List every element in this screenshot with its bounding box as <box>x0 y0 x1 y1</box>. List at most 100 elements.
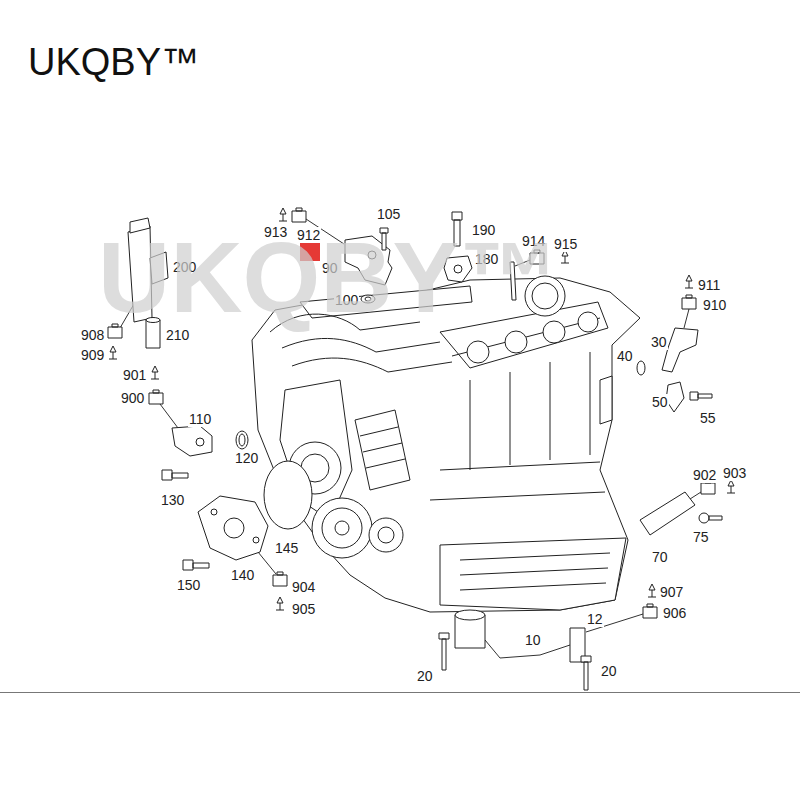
intake-runner <box>292 358 452 372</box>
ignition-coil <box>543 321 565 343</box>
wire-line <box>690 492 701 499</box>
o-ring-part <box>637 361 645 375</box>
plug-symbol <box>149 390 163 404</box>
callout-number: 906 <box>662 605 687 621</box>
pin-symbol <box>685 275 693 288</box>
pin-symbol <box>276 597 284 610</box>
plug-symbol <box>108 324 122 338</box>
cam-sensor-part <box>172 426 212 456</box>
callout-number: 90 <box>321 260 339 276</box>
callout-number: 904 <box>291 579 316 595</box>
callout-number: 20 <box>600 663 618 679</box>
callout-number: 914 <box>521 233 546 249</box>
pin-symbol <box>276 597 284 610</box>
pin-symbol <box>151 366 159 379</box>
callout-number: 105 <box>376 206 401 222</box>
callout-number: 140 <box>230 567 255 583</box>
callout-number: 912 <box>296 227 321 243</box>
watermark: UKQBY™ <box>98 222 559 332</box>
plug-symbol <box>273 572 287 586</box>
pin-symbol <box>109 346 117 359</box>
cylinder-line <box>470 352 590 470</box>
oil-filter-housing <box>355 410 410 490</box>
callout-number: 100 <box>334 292 359 308</box>
callout-number: 915 <box>553 236 578 252</box>
pin-symbol <box>727 480 735 493</box>
probe-part <box>510 262 516 300</box>
callout-number: 901 <box>122 367 147 383</box>
callout-number: 910 <box>702 297 727 313</box>
callout-number: 120 <box>234 450 259 466</box>
block-rib <box>430 462 605 500</box>
pin-symbol <box>648 584 656 597</box>
plug-symbol <box>292 208 306 222</box>
pin-symbol <box>648 584 656 597</box>
speed-sensor-part <box>640 492 695 535</box>
pulley <box>369 518 403 552</box>
highlight-square <box>300 243 320 261</box>
divider-line <box>0 692 800 693</box>
plug-symbol <box>292 208 306 222</box>
callout-number: 909 <box>80 347 105 363</box>
washer-part <box>361 295 375 303</box>
pulley <box>322 508 362 548</box>
callout-number: 210 <box>165 327 190 343</box>
bolt-part <box>452 212 462 246</box>
callout-number: 900 <box>120 390 145 406</box>
left-bank <box>300 286 472 318</box>
ignition-coil <box>578 312 598 332</box>
cover-part <box>211 509 259 543</box>
engine-body <box>252 276 640 612</box>
pin-symbol <box>151 366 159 379</box>
callout-number: 913 <box>263 224 288 240</box>
ignition-coil <box>505 331 527 353</box>
callout-number: 903 <box>722 465 747 481</box>
wire-line <box>515 260 530 266</box>
cam-sensor-part <box>196 438 204 446</box>
pulley <box>378 527 394 543</box>
sensor-part <box>130 218 150 233</box>
sensor-part <box>128 226 152 322</box>
tube-part <box>146 318 160 323</box>
bolt-part <box>162 470 188 480</box>
level-sensor-part <box>455 610 485 620</box>
engine-block <box>252 278 640 612</box>
icon-group <box>108 208 735 618</box>
plug-symbol <box>108 324 122 338</box>
intake-runner <box>282 338 440 352</box>
oil-pan-fin <box>460 553 610 590</box>
sensor-part <box>368 251 376 259</box>
bracket-part <box>666 382 684 412</box>
pin-symbol <box>685 275 693 288</box>
plug-symbol <box>643 604 657 618</box>
gasket-part <box>264 461 312 529</box>
plug-symbol <box>530 250 544 264</box>
right-head <box>440 302 608 368</box>
callout-number: 75 <box>692 529 710 545</box>
callout-number: 110 <box>188 411 212 427</box>
callout-number: 907 <box>659 584 684 600</box>
knock-sensor-part <box>444 256 472 282</box>
bolt-part <box>699 513 722 523</box>
exhaust-flange <box>600 376 612 424</box>
callout-number: 12 <box>586 611 604 627</box>
pulley <box>312 498 372 558</box>
callout-number: 50 <box>651 394 669 410</box>
callout-number: 20 <box>416 668 434 684</box>
pin-symbol <box>109 346 117 359</box>
plug-symbol <box>643 604 657 618</box>
bolt-part <box>690 392 712 400</box>
knock-sensor-part <box>454 265 462 273</box>
callout-number: 40 <box>616 348 634 364</box>
callout-number: 902 <box>692 467 717 483</box>
plug-symbol <box>273 572 287 586</box>
callout-number: 905 <box>291 601 316 617</box>
callout-number: 10 <box>524 632 542 648</box>
plug-symbol <box>682 295 696 309</box>
oil-pan <box>440 538 626 610</box>
callout-number: 190 <box>471 222 496 238</box>
callout-number: 911 <box>697 277 721 293</box>
callout-number: 130 <box>160 492 185 508</box>
callout-number: 908 <box>80 327 105 343</box>
pin-symbol <box>279 208 287 221</box>
